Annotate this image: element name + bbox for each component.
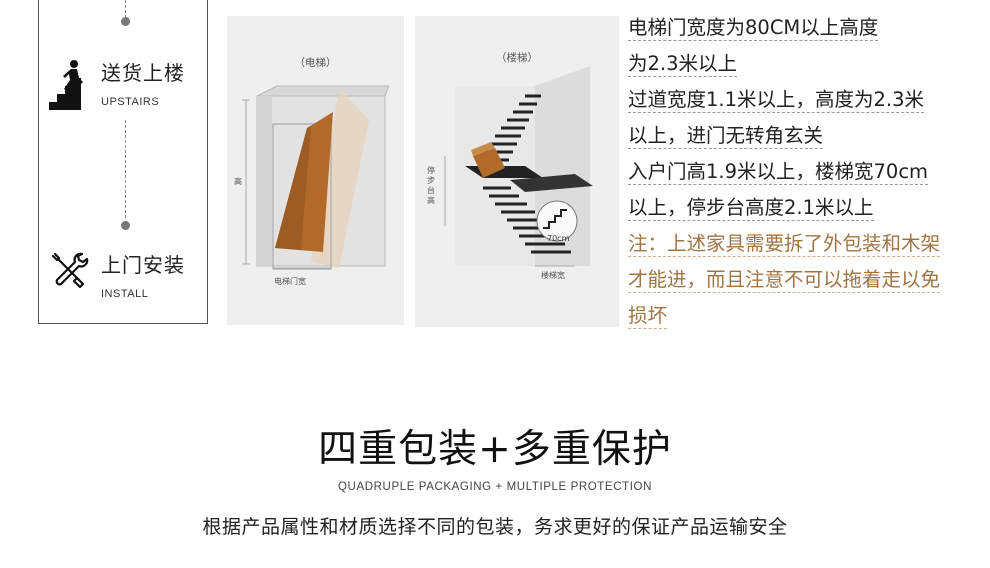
spec-line: 电梯门宽度为80CM以上高度 <box>628 16 879 41</box>
service-subtitle-upstairs: UPSTAIRS <box>101 96 160 108</box>
service-title-install: 上门安装 <box>101 253 185 277</box>
spec-line: 以上，进门无转角玄关 <box>628 124 824 149</box>
section-title: 四重包装+多重保护 <box>318 427 672 472</box>
stairs-illustration: （楼梯） 停步台高 70cm 楼梯宽 <box>415 16 619 327</box>
upstairs-person-icon <box>49 58 93 114</box>
spec-line: 过道宽度1.1米以上，高度为2.3米 <box>628 88 925 113</box>
spec-line: 为2.3米以上 <box>628 52 738 77</box>
stairs-width-label: 楼梯宽 <box>541 271 565 280</box>
note-line: 才能进，而且注意不可以拖着走以免 <box>628 268 941 293</box>
elevator-caption: （电梯） <box>294 57 337 69</box>
delivery-requirements: 电梯门宽度为80CM以上高度 为2.3米以上 过道宽度1.1米以上，高度为2.3… <box>628 10 988 334</box>
timeline-line <box>125 120 126 218</box>
spec-line: 以上，停步台高度2.1米以上 <box>628 196 874 221</box>
stairs-landing-label: 停步台高 <box>427 166 435 205</box>
section-subtitle: QUADRUPLE PACKAGING + MULTIPLE PROTECTIO… <box>338 481 652 493</box>
service-box: 送货上楼 UPSTAIRS 上门安装 INSTALL <box>38 0 208 324</box>
spec-line: 入户门高1.9米以上，楼梯宽70cm <box>628 160 929 185</box>
tools-wrench-screwdriver-icon <box>49 250 89 294</box>
elevator-height-label: 高 <box>234 177 242 186</box>
stairs-caption: （楼梯） <box>496 52 538 64</box>
timeline-line <box>125 0 126 18</box>
note-line: 注：上述家具需要拆了外包装和木架 <box>628 232 941 257</box>
note-line: 损坏 <box>628 304 668 329</box>
timeline-dot <box>121 17 130 26</box>
service-title-upstairs: 送货上楼 <box>101 61 185 85</box>
elevator-width-label: 电梯门宽 <box>274 277 306 286</box>
stairs-clearance-label: 70cm <box>547 234 570 243</box>
elevator-illustration: （电梯） 高 电梯门宽 <box>227 16 404 325</box>
service-subtitle-install: INSTALL <box>101 288 149 300</box>
timeline-dot <box>121 221 130 230</box>
section-description: 根据产品属性和材质选择不同的包装，务求更好的保证产品运输安全 <box>202 516 788 538</box>
